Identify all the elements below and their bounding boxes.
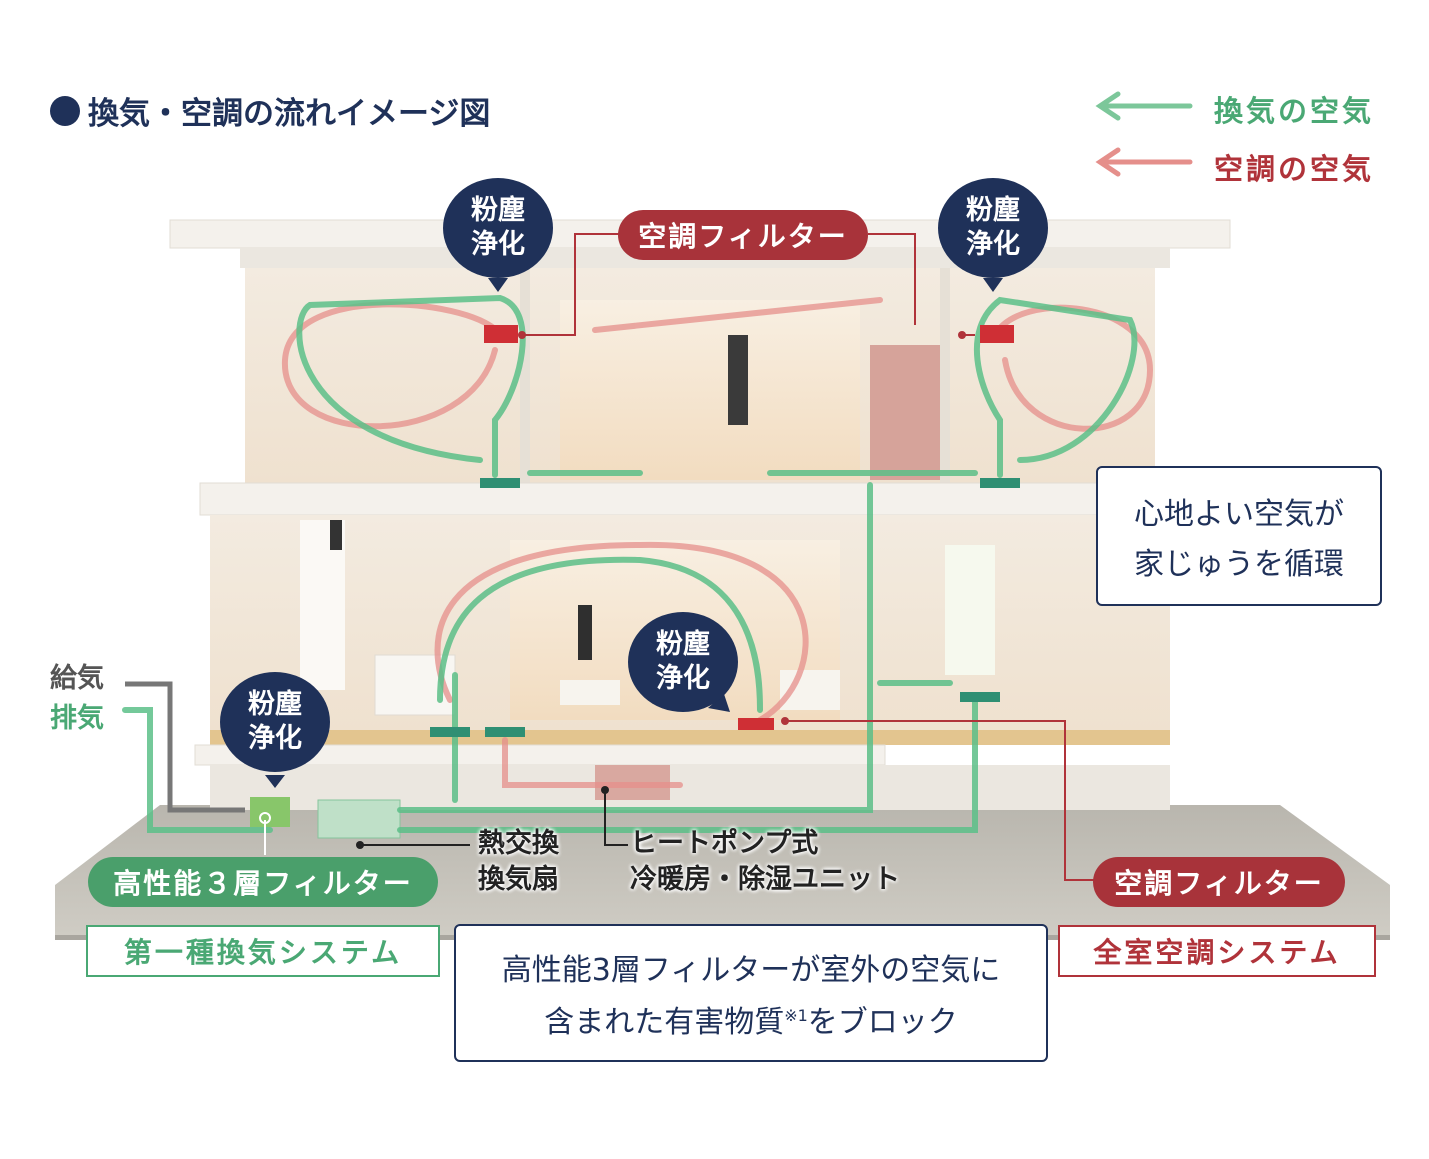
dust-bubble-lower: 粉塵浄化 xyxy=(628,612,738,712)
bubble-line1: 粉塵 xyxy=(248,689,302,720)
comfort-message-box: 心地よい空気が 家じゅうを循環 xyxy=(1096,466,1382,606)
filter-note-line2: 含まれた有害物質※1をブロック xyxy=(456,997,1046,1041)
bubble-line1: 粉塵 xyxy=(471,195,525,226)
dust-bubble-filter: 粉塵浄化 xyxy=(220,672,330,772)
ventilation-system-tag: 第一種換気システム xyxy=(86,925,440,977)
comfort-message-line2: 家じゅうを循環 xyxy=(1134,547,1344,582)
bullet-dot-icon xyxy=(50,95,80,126)
page-title-text: 換気・空調の流れイメージ図 xyxy=(88,96,491,132)
filter-note-box: 高性能3層フィルターが室外の空気に 含まれた有害物質※1をブロック xyxy=(454,924,1048,1062)
heat-exchanger-line1: 熱交換 xyxy=(478,828,559,859)
heat-pump-label: ヒートポンプ式 冷暖房・除湿ユニット xyxy=(630,826,900,898)
ac-filter-label-top: 空調フィルター xyxy=(618,210,868,260)
heat-pump-line2: 冷暖房・除湿ユニット xyxy=(630,864,900,895)
filter-unit xyxy=(250,797,290,827)
exhaust-label: 排気 xyxy=(50,703,104,734)
bubble-line2: 浄化 xyxy=(656,663,710,694)
bubble-line1: 粉塵 xyxy=(966,195,1020,226)
filter-note-footnote-mark: ※1 xyxy=(784,1006,808,1025)
dust-bubble-upper-right: 粉塵浄化 xyxy=(938,178,1048,278)
heat-exchanger-line2: 換気扇 xyxy=(478,864,559,895)
filter-note-line2-post: をブロック xyxy=(807,1005,958,1040)
intake-label: 給気 xyxy=(50,663,104,694)
ac-system-tag: 全室空調システム xyxy=(1058,925,1376,977)
legend-ventilation: 換気の空気 xyxy=(1214,94,1375,128)
ac-vent-lower xyxy=(738,718,774,730)
dust-bubble-upper-left: 粉塵浄化 xyxy=(443,178,553,278)
filter-note-line2-pre: 含まれた有害物質 xyxy=(544,1005,785,1040)
bubble-line1: 粉塵 xyxy=(656,629,710,660)
ac-unit-upper xyxy=(870,345,940,480)
bubble-line2: 浄化 xyxy=(471,229,525,260)
page-title: 換気・空調の流れイメージ図 xyxy=(50,88,490,133)
ac-filter-label-bottom: 空調フィルター xyxy=(1093,857,1345,907)
ac-vent-upper-left xyxy=(484,325,518,343)
high-perf-filter-label: 高性能３層フィルター xyxy=(88,857,438,907)
heat-pump-line1: ヒートポンプ式 xyxy=(630,828,819,859)
bubble-line2: 浄化 xyxy=(248,723,302,754)
heat-exchanger-unit xyxy=(317,799,401,839)
comfort-message-line1: 心地よい空気が xyxy=(1134,497,1344,532)
bubble-line2: 浄化 xyxy=(966,229,1020,260)
legend-ac: 空調の空気 xyxy=(1214,152,1375,186)
heat-exchanger-label: 熱交換 換気扇 xyxy=(478,826,559,898)
filter-note-line1: 高性能3層フィルターが室外の空気に xyxy=(501,953,1001,988)
ac-vent-upper-right xyxy=(980,325,1014,343)
